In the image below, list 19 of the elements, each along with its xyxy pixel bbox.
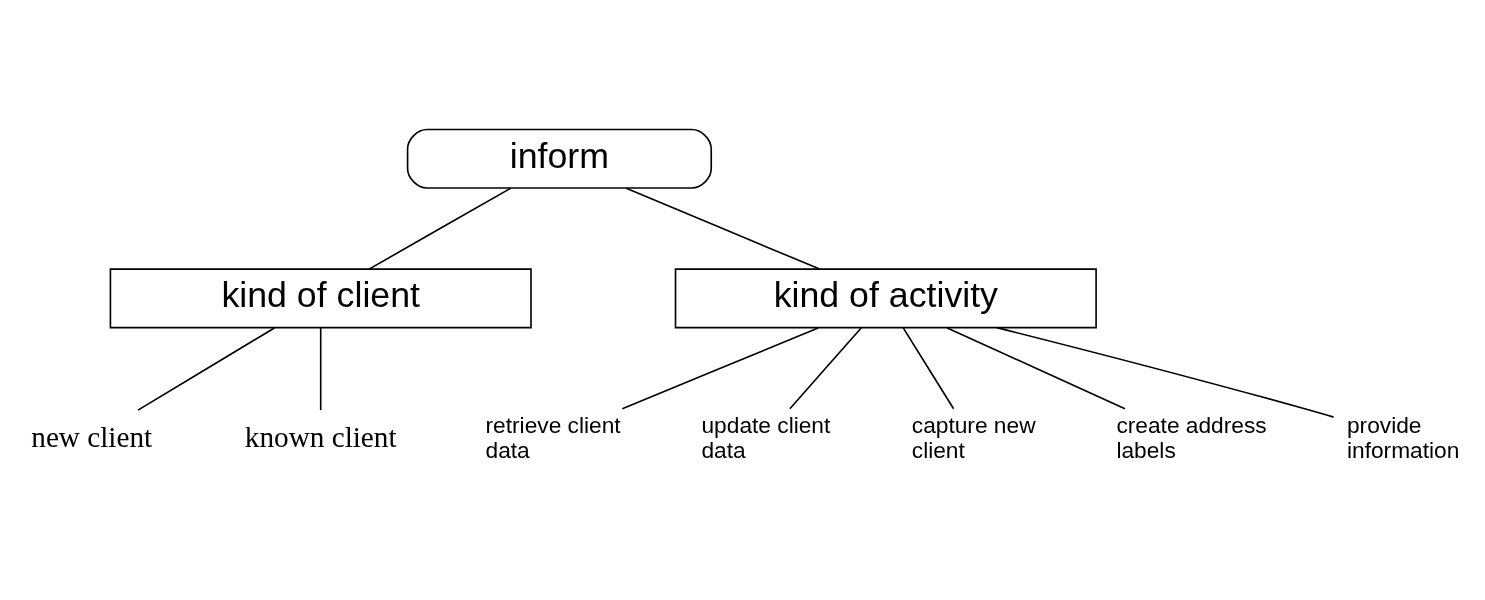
- node-text: new client: [31, 420, 153, 453]
- connector: [996, 326, 1335, 418]
- connector: [789, 327, 862, 410]
- node-text: update client data: [701, 412, 831, 463]
- node-text: retrieve client data: [485, 412, 621, 463]
- connector: [621, 327, 819, 410]
- node-text: capture new client: [911, 412, 1036, 463]
- node-text: known client: [244, 420, 397, 453]
- connector: [902, 327, 955, 410]
- connector: [625, 187, 821, 270]
- node-box: kind of client: [109, 268, 532, 329]
- connector: [137, 327, 276, 411]
- node-box: inform: [406, 128, 713, 189]
- node-box: kind of activity: [674, 268, 1097, 329]
- node-text: provide information: [1346, 412, 1460, 463]
- connector: [319, 327, 322, 411]
- connector: [946, 327, 1126, 410]
- node-text: create address labels: [1116, 412, 1267, 463]
- connector: [368, 187, 512, 270]
